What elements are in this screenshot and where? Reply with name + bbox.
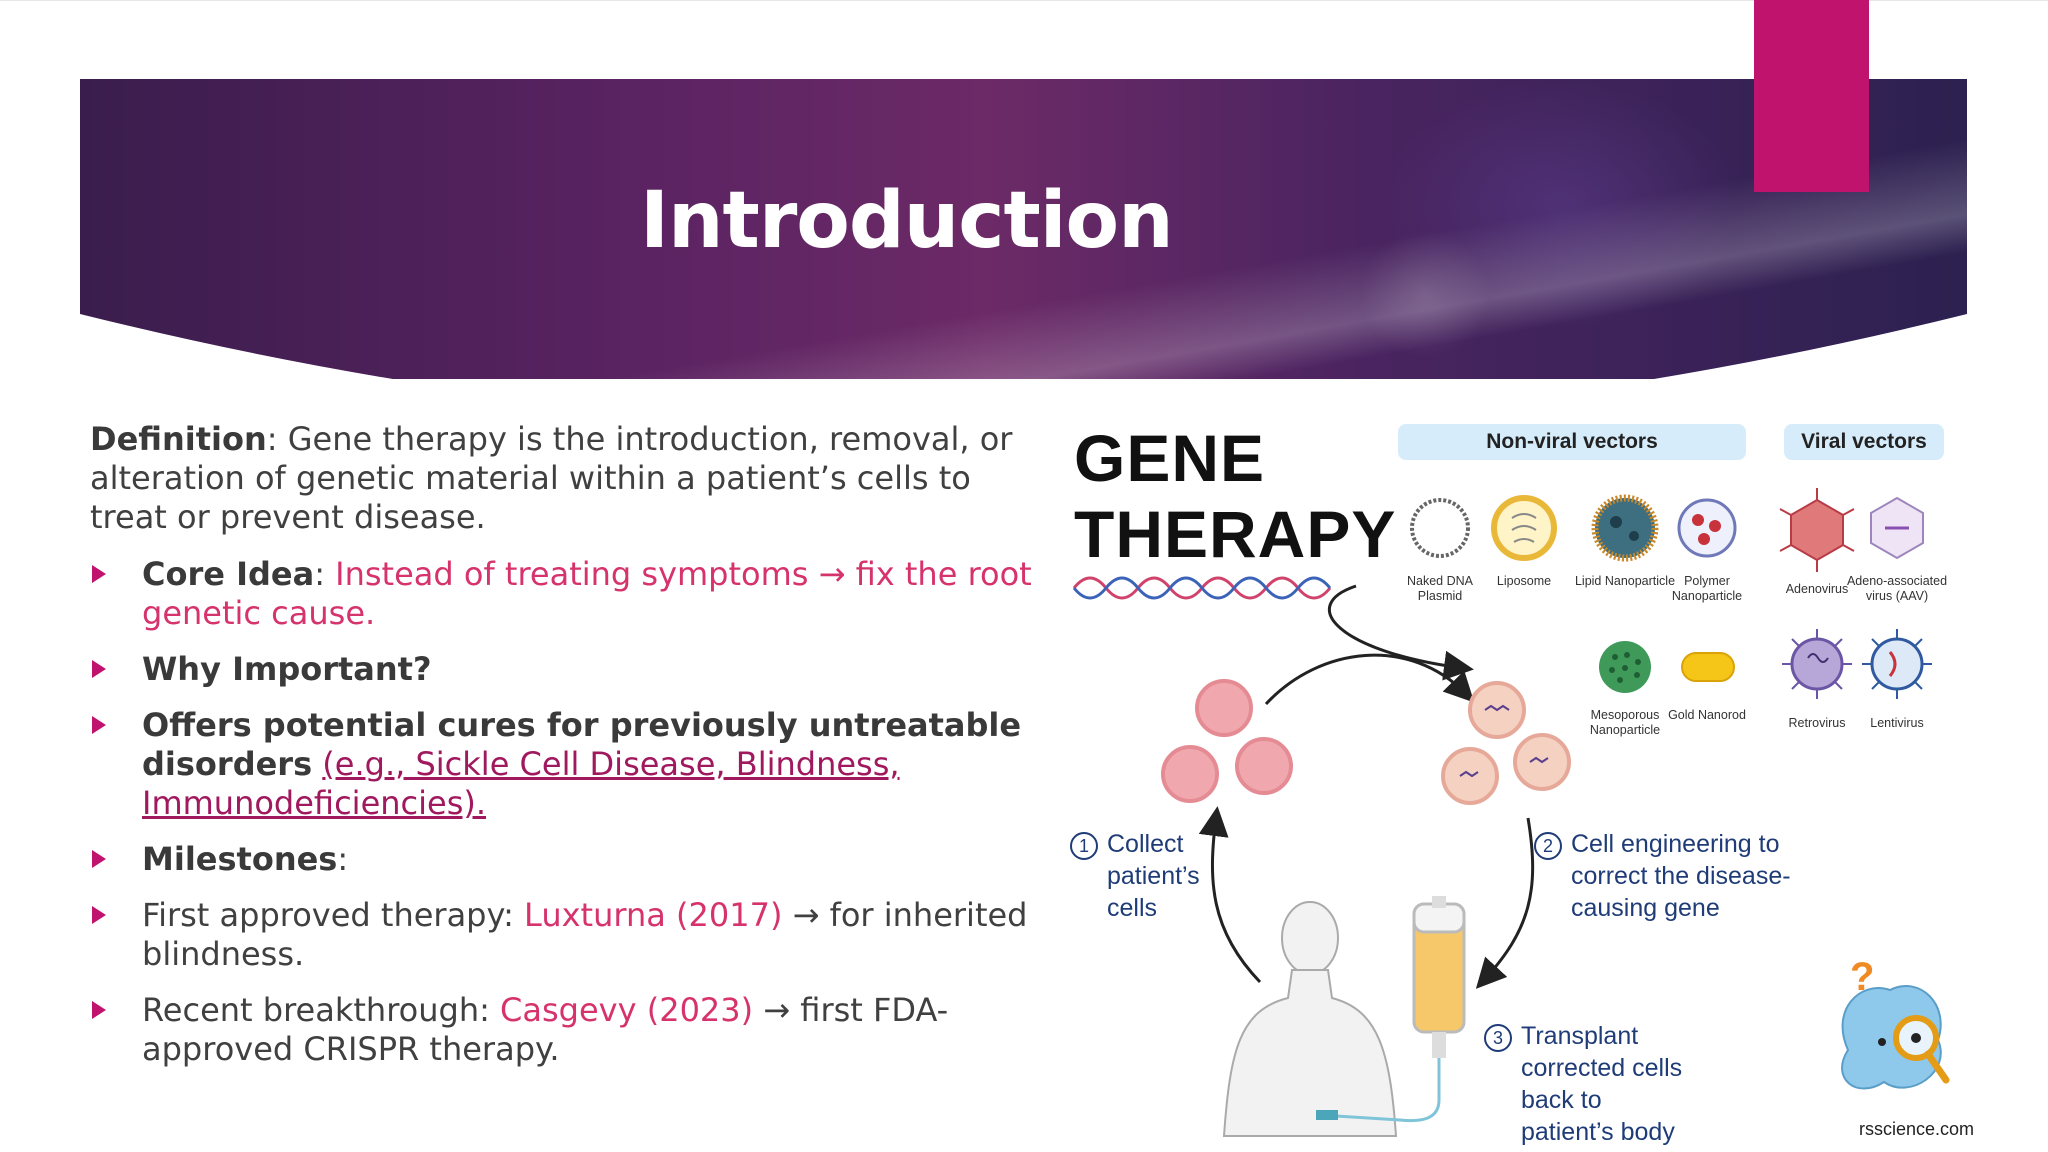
aav-label: Adeno-associated virus (AAV): [1846, 574, 1948, 603]
bullet-suffix: → first FDA-approved CRISPR therapy.: [142, 991, 949, 1068]
step-number-badge: 1: [1070, 832, 1098, 860]
bullet-potential-cures: Offers potential cures for previously un…: [90, 706, 1050, 823]
polymer-nanoparticle-icon: [1677, 498, 1737, 558]
bullet-list: Core Idea: Instead of treating symptoms …: [90, 555, 1050, 1069]
definition-text: : Gene therapy is the introduction, remo…: [90, 420, 1013, 536]
accent-tab: [1754, 0, 1869, 192]
patient-body-icon: [1222, 901, 1398, 1137]
bullet-highlight: Instead of treating symptoms → fix the r…: [142, 555, 1032, 632]
image-credit: rsscience.com: [1858, 1119, 1974, 1139]
adenovirus-icon: [1779, 488, 1855, 572]
dna-helix-icon: [1072, 576, 1332, 600]
step-text: Collect patient’s cells: [1107, 830, 1200, 922]
step-text: Transplant corrected cells back to patie…: [1521, 1022, 1683, 1146]
bullet-suffix: → for inherited blindness.: [142, 896, 1028, 973]
delivery-arrow: [1327, 584, 1474, 681]
top-divider: [0, 0, 2048, 1]
banner-glow-small: [1360, 229, 1490, 359]
figure-title-line2: THERAPY: [1074, 497, 1397, 571]
bullet-first-approved: First approved therapy: Luxturna (2017) …: [90, 896, 1050, 974]
slide-body: Definition: Gene therapy is the introduc…: [90, 420, 1050, 1086]
bullet-milestones: Milestones:: [90, 840, 1050, 879]
cycle-arrow-top: [1264, 653, 1475, 706]
step-text: Cell engineering to correct the disease-…: [1571, 830, 1791, 922]
bullet-highlight: Luxturna (2017): [524, 896, 783, 934]
definition-paragraph: Definition: Gene therapy is the introduc…: [90, 420, 1050, 537]
bullet-arrow-icon: [92, 850, 106, 868]
title-banner: [80, 79, 1967, 379]
mesoporous-nanoparticle-label: Mesoporous Nanoparticle: [1589, 708, 1661, 737]
liposome-label: Liposome: [1496, 574, 1552, 588]
step-collect-cells: 1 Collect patient’s cells: [1070, 828, 1220, 924]
cycle-arrow-right: [1475, 817, 1535, 989]
polymer-nanoparticle-label: Polymer Nanoparticle: [1671, 574, 1743, 603]
slide-title: Introduction: [640, 176, 1174, 266]
step-number-badge: 3: [1484, 1024, 1512, 1052]
step-transplant: 3 Transplant corrected cells back to pat…: [1484, 1020, 1694, 1148]
engineered-cells-icon: [1441, 681, 1571, 805]
bullet-highlight: Casgevy (2023): [500, 991, 754, 1029]
retrovirus-icon: [1782, 629, 1852, 699]
bullet-why-important: Why Important?: [90, 650, 1050, 689]
iv-bag-icon: [1316, 896, 1466, 1123]
bullet-arrow-icon: [92, 565, 106, 583]
gold-nanorod-icon: [1681, 652, 1735, 682]
naked-dna-label: Naked DNA Plasmid: [1407, 574, 1473, 603]
banner-glow: [1380, 79, 1740, 329]
examples-link[interactable]: (e.g., Sickle Cell Disease, Blindness, I…: [142, 745, 900, 822]
naked-dna-plasmid-icon: [1410, 498, 1470, 558]
nonviral-vectors-header: Non-viral vectors: [1398, 424, 1746, 460]
gold-nanorod-label: Gold Nanorod: [1668, 708, 1746, 722]
bullet-label: Milestones: [142, 840, 338, 878]
aav-icon: [1870, 496, 1924, 560]
bullet-arrow-icon: [92, 1001, 106, 1019]
viral-vectors-header: Viral vectors: [1784, 424, 1944, 460]
step-cell-engineering: 2 Cell engineering to correct the diseas…: [1534, 828, 1824, 924]
bullet-recent-breakthrough: Recent breakthrough: Casgevy (2023) → fi…: [90, 991, 1050, 1069]
lipid-nanoparticle-label: Lipid Nanoparticle: [1574, 574, 1676, 588]
lipid-nanoparticle-icon: [1591, 494, 1659, 562]
bullet-arrow-icon: [92, 906, 106, 924]
banner-sheen: [80, 79, 1967, 379]
gene-therapy-figure: GENE THERAPY Non-viral vectors Viral vec…: [1060, 410, 1980, 1146]
patient-cells-icon: [1161, 679, 1293, 803]
lentivirus-label: Lentivirus: [1870, 716, 1924, 730]
bullet-arrow-icon: [92, 716, 106, 734]
bullet-label: Offers potential cures for previously un…: [142, 706, 1022, 783]
cycle-arrow-left: [1198, 806, 1262, 984]
figure-artwork: [1072, 488, 1932, 1137]
liposome-icon: [1491, 495, 1557, 561]
figure-title-line1: GENE: [1074, 421, 1266, 495]
mesoporous-nanoparticle-icon: [1599, 641, 1651, 693]
adenovirus-label: Adenovirus: [1785, 582, 1849, 596]
bullet-separator: :: [314, 555, 336, 593]
bullet-core-idea: Core Idea: Instead of treating symptoms …: [90, 555, 1050, 633]
definition-label: Definition: [90, 420, 267, 458]
bullet-prefix: First approved therapy:: [142, 896, 525, 934]
bullet-prefix: Recent breakthrough:: [142, 991, 501, 1029]
step-number-badge: 2: [1534, 832, 1562, 860]
bullet-label: Why Important?: [142, 650, 432, 688]
bullet-arrow-icon: [92, 660, 106, 678]
lentivirus-icon: [1862, 629, 1932, 699]
bullet-label: Core Idea: [142, 555, 315, 593]
bullet-separator: :: [337, 840, 349, 878]
retrovirus-label: Retrovirus: [1788, 716, 1846, 730]
